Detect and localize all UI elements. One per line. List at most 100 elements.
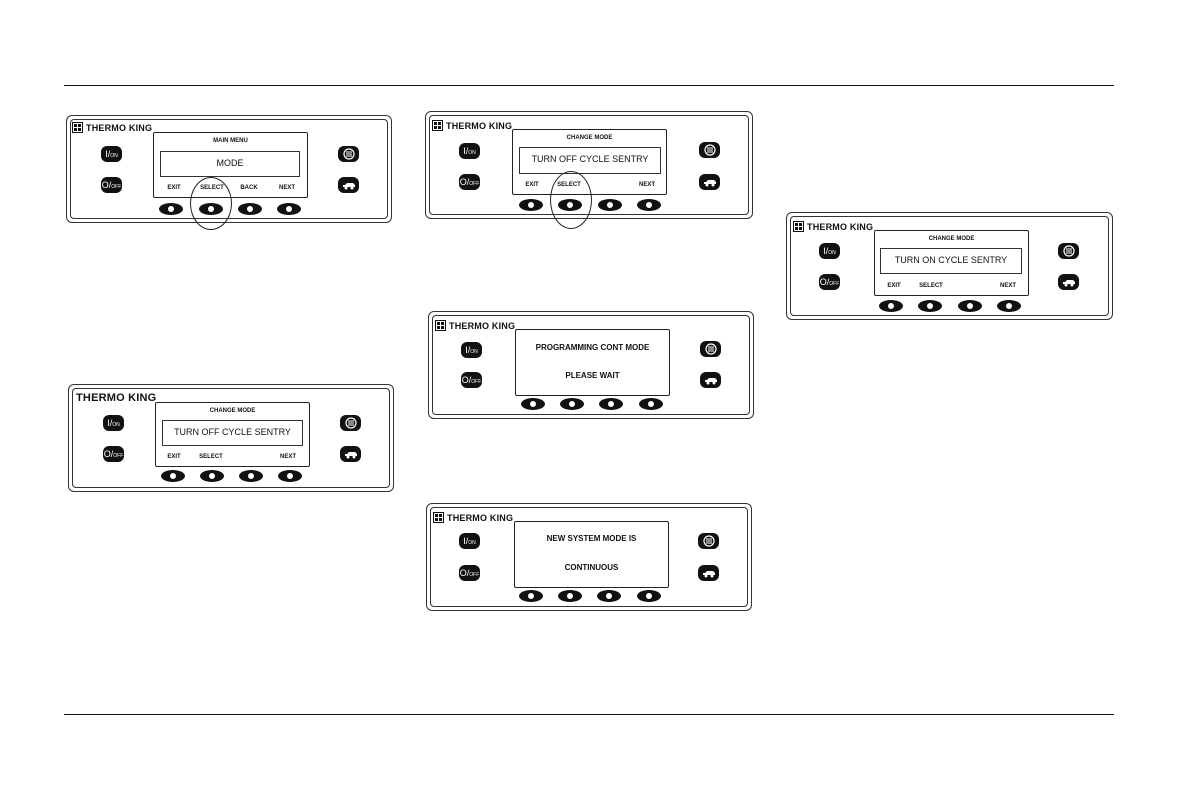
- display-screen: CHANGE MODE TURN OFF CYCLE SENTRY EXIT S…: [512, 129, 667, 195]
- softkey-button-3[interactable]: [239, 470, 263, 482]
- display-screen: NEW SYSTEM MODE IS CONTINUOUS: [514, 521, 669, 588]
- truck-key[interactable]: [700, 372, 721, 388]
- on-key[interactable]: I/ON: [103, 415, 124, 431]
- screen-header: CHANGE MODE: [928, 236, 975, 242]
- brand-logo: THERMO KING: [72, 122, 152, 133]
- softkey-button-2[interactable]: [918, 300, 942, 312]
- defrost-icon: [344, 417, 357, 429]
- off-key-icon: O/OFF: [461, 375, 482, 385]
- defrost-key[interactable]: [338, 146, 359, 162]
- softkey-button-2[interactable]: [200, 470, 224, 482]
- on-key[interactable]: I/ON: [459, 143, 480, 159]
- on-key[interactable]: I/ON: [101, 146, 122, 162]
- thermo-king-logo-icon: [433, 512, 444, 523]
- softkey-button-4[interactable]: [637, 199, 661, 211]
- screen-line-2: CONTINUOUS: [564, 563, 619, 572]
- on-key-icon: I/ON: [105, 149, 118, 159]
- screen-header: CHANGE MODE: [566, 135, 613, 141]
- display-screen: CHANGE MODE TURN ON CYCLE SENTRY EXIT SE…: [874, 230, 1029, 296]
- defrost-key[interactable]: [340, 415, 361, 431]
- brand-name: THERMO KING: [76, 392, 157, 404]
- screen-header: MAIN MENU: [213, 138, 248, 144]
- truck-icon: [344, 451, 357, 458]
- controller-panel-programming: THERMO KING I/ON O/OFF PROGRAMMING CONT …: [428, 311, 754, 419]
- truck-key[interactable]: [1058, 274, 1079, 290]
- brand-name: THERMO KING: [446, 120, 513, 131]
- softkey-button-1[interactable]: [519, 199, 543, 211]
- bottom-rule: [64, 714, 1114, 715]
- truck-key[interactable]: [698, 565, 719, 581]
- softkey-button-3[interactable]: [958, 300, 982, 312]
- softkey-button-4[interactable]: [637, 590, 661, 602]
- truck-icon: [704, 377, 717, 384]
- softkey-button-1[interactable]: [521, 398, 545, 410]
- softkey-label-1: EXIT: [167, 185, 181, 191]
- off-key-icon: O/OFF: [103, 449, 124, 459]
- softkey-button-4[interactable]: [278, 470, 302, 482]
- softkey-button-2[interactable]: [560, 398, 584, 410]
- on-key[interactable]: I/ON: [461, 342, 482, 358]
- truck-key[interactable]: [338, 177, 359, 193]
- controller-panel-change-mode-select: THERMO KING I/ON O/OFF CHANGE MODE TURN …: [425, 111, 753, 229]
- softkey-label-4: NEXT: [999, 283, 1017, 289]
- brand-logo: THERMO KING: [76, 392, 156, 404]
- controller-panel-change-mode-on: THERMO KING I/ON O/OFF CHANGE MODE TURN …: [786, 212, 1113, 320]
- off-key[interactable]: O/OFF: [103, 446, 124, 462]
- thermo-king-logo-icon: [435, 320, 446, 331]
- softkey-button-1[interactable]: [519, 590, 543, 602]
- softkey-label-2: SELECT: [919, 283, 943, 289]
- softkey-button-1[interactable]: [161, 470, 185, 482]
- screen-line-2: PLEASE WAIT: [565, 371, 620, 380]
- off-key[interactable]: O/OFF: [459, 565, 480, 581]
- softkey-button-3[interactable]: [599, 398, 623, 410]
- on-key[interactable]: I/ON: [459, 533, 480, 549]
- brand-name: THERMO KING: [86, 122, 153, 133]
- softkey-button-1[interactable]: [879, 300, 903, 312]
- softkey-button-3[interactable]: [597, 590, 621, 602]
- truck-icon: [702, 570, 715, 577]
- controller-panel-change-mode-off: THERMO KING I/ON O/OFF CHANGE MODE TURN …: [68, 384, 394, 492]
- softkey-button-3[interactable]: [238, 203, 262, 215]
- brand-name: THERMO KING: [807, 221, 874, 232]
- panel-inner-border: [790, 216, 1109, 316]
- thermo-king-logo-icon: [72, 122, 83, 133]
- softkey-button-2[interactable]: [558, 590, 582, 602]
- thermo-king-logo-icon: [432, 120, 443, 131]
- truck-key[interactable]: [699, 174, 720, 190]
- softkey-label-2: SELECT: [199, 454, 223, 460]
- off-key[interactable]: O/OFF: [461, 372, 482, 388]
- brand-name: THERMO KING: [449, 320, 516, 331]
- softkey-label-4: NEXT: [638, 182, 656, 188]
- panel-inner-border: [72, 388, 390, 488]
- softkey-button-4[interactable]: [639, 398, 663, 410]
- controller-panel-main-menu: THERMO KING I/ON O/OFF MAIN MENU MODE EX…: [66, 115, 392, 230]
- truck-icon: [342, 182, 355, 189]
- screen-line-1: PROGRAMMING CONT MODE: [535, 343, 650, 352]
- on-key[interactable]: I/ON: [819, 243, 840, 259]
- softkey-button-4[interactable]: [277, 203, 301, 215]
- truck-key[interactable]: [340, 446, 361, 462]
- off-key[interactable]: O/OFF: [459, 174, 480, 190]
- defrost-icon: [703, 144, 716, 156]
- softkey-button-1[interactable]: [159, 203, 183, 215]
- defrost-key[interactable]: [698, 533, 719, 549]
- brand-logo: THERMO KING: [433, 512, 513, 523]
- defrost-key[interactable]: [1058, 243, 1079, 259]
- screen-header: CHANGE MODE: [209, 408, 256, 414]
- softkey-label-4: NEXT: [279, 454, 297, 460]
- select-highlight-circle: [190, 177, 232, 230]
- brand-logo: THERMO KING: [435, 320, 515, 331]
- off-key[interactable]: O/OFF: [101, 177, 122, 193]
- softkey-button-3[interactable]: [598, 199, 622, 211]
- brand-logo: THERMO KING: [793, 221, 873, 232]
- on-key-icon: I/ON: [463, 146, 476, 156]
- off-key-icon: O/OFF: [101, 180, 122, 190]
- off-key[interactable]: O/OFF: [819, 274, 840, 290]
- softkey-button-4[interactable]: [997, 300, 1021, 312]
- off-key-icon: O/OFF: [459, 177, 480, 187]
- on-key-icon: I/ON: [465, 345, 478, 355]
- defrost-key[interactable]: [699, 142, 720, 158]
- panel-inner-border: [70, 119, 388, 219]
- defrost-key[interactable]: [700, 341, 721, 357]
- display-screen: PROGRAMMING CONT MODE PLEASE WAIT: [515, 329, 670, 396]
